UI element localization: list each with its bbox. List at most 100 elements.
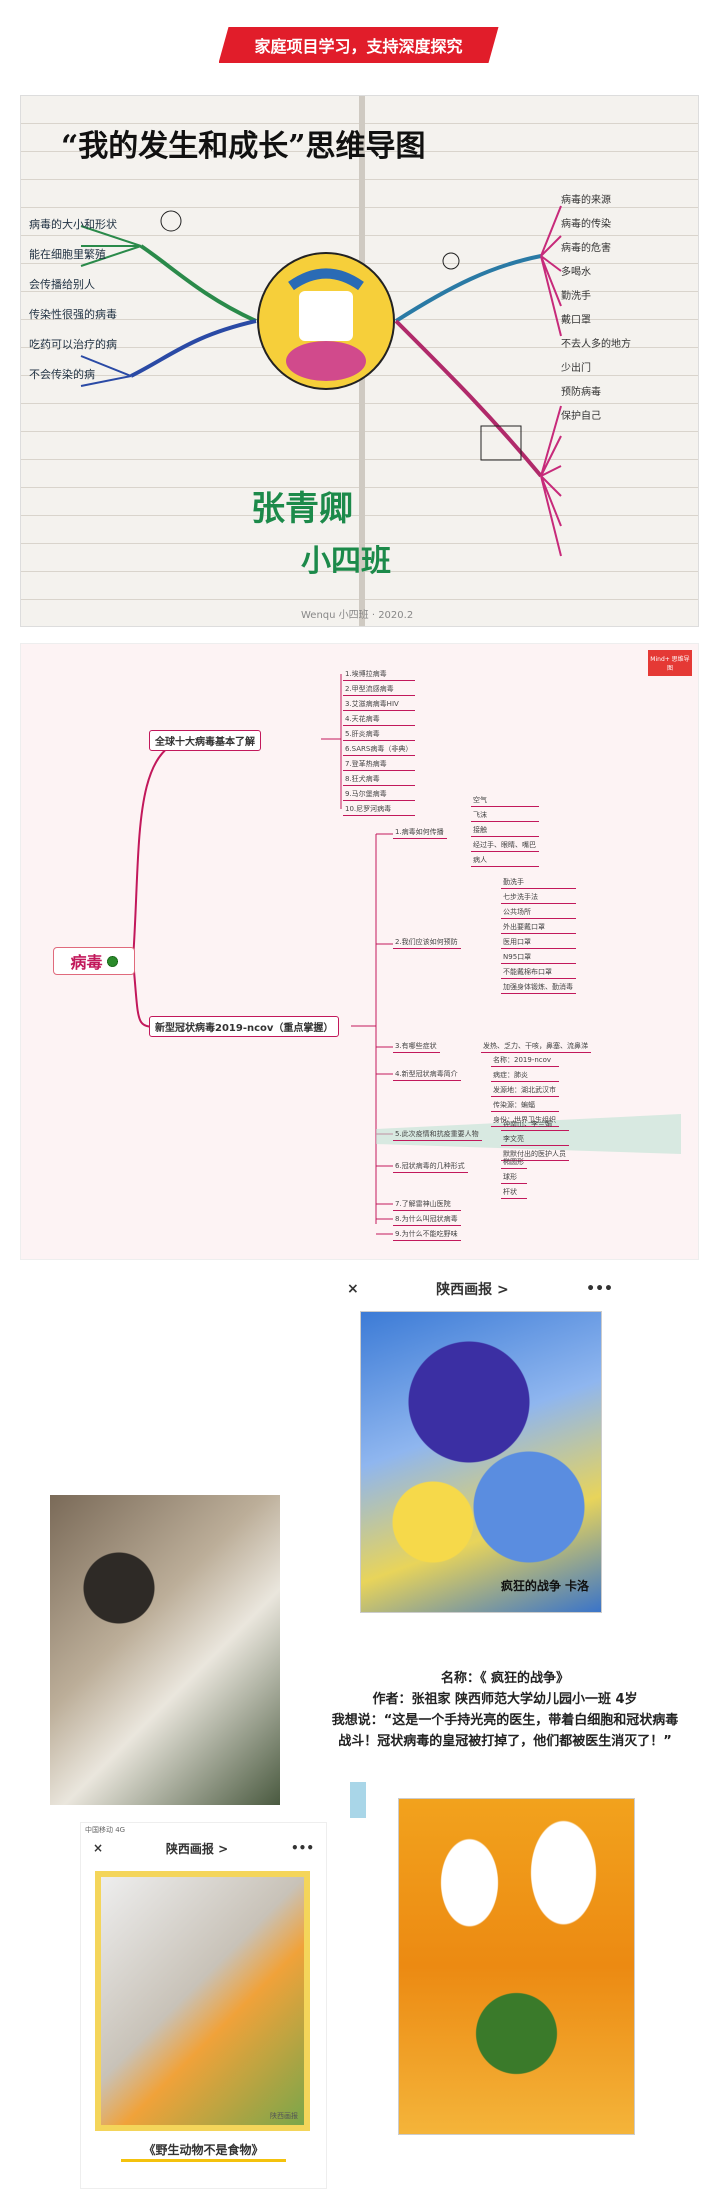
virus-icon xyxy=(106,955,118,967)
caption-1-say: 我想说：“这是一个手持光亮的医生，带着白细胞和冠状病毒战斗！冠状病毒的皇冠被打掉… xyxy=(331,1713,679,1749)
decor-marker xyxy=(350,1782,366,1818)
mindmap-subbranch: 6.冠状病毒的几种形式 xyxy=(393,1160,468,1173)
mindmap-leaf: 病症：肺炎 xyxy=(491,1069,559,1082)
mindmap-subbranch: 2.我们应该如何预防 xyxy=(393,936,461,949)
caption-1: 名称：《 疯狂的战争》 作者：张祖家 陕西师范大学幼儿园小一班 4岁 我想说：“… xyxy=(330,1668,680,1752)
mindmap-leaf: 球形 xyxy=(501,1171,527,1184)
mindmap-root: 病毒 xyxy=(53,947,135,975)
more-icon[interactable]: ••• xyxy=(290,1841,314,1855)
photo-kid-with-painting: 陕西画报 xyxy=(95,1871,310,2131)
close-icon[interactable]: × xyxy=(93,1841,104,1855)
notebook-author-class: 小四班 xyxy=(301,544,391,579)
mindmap-leaf: 名称：2019-ncov xyxy=(491,1054,559,1067)
notebook-right-item: 病毒的危害 xyxy=(561,243,611,254)
mindmap-leaf: 1.埃博拉病毒 xyxy=(343,668,416,681)
phone-2-title[interactable]: 陕西画报 > xyxy=(165,1841,229,1856)
mindmap-sub6: 6.冠状病毒的几种形式 xyxy=(393,1160,468,1175)
mindmap-subbranch: 3.有哪些症状 xyxy=(393,1040,440,1053)
mindmap-leaf: 接触 xyxy=(471,824,539,837)
notebook-right-item: 保护自己 xyxy=(561,411,601,422)
notebook-right-item: 病毒的传染 xyxy=(561,219,611,230)
notebook-right-item: 少出门 xyxy=(561,363,591,374)
mindmap-top10-list: 1.埃博拉病毒 2.甲型流感病毒 3.艾滋病病毒HIV 4.天花病毒 5.肝炎病… xyxy=(343,668,416,818)
notebook-author-name: 张青卿 xyxy=(251,489,353,529)
notebook-left-item: 病毒的大小和形状 xyxy=(29,218,117,231)
mindmap-leaf: 椭圆形 xyxy=(501,1156,527,1169)
mindmap-branch-top10: 全球十大病毒基本了解 xyxy=(149,730,261,751)
mindmap-leaf: 传染源：蝙蝠 xyxy=(491,1099,559,1112)
mindmap-corner-badge: Mind+ 思维导图 xyxy=(648,650,692,676)
mindmap-leaf: 默默付出的医护人员 xyxy=(501,1148,569,1161)
notebook-title: “我的发生和成长”思维导图 xyxy=(61,129,426,164)
mindmap-leaf: 7.登革热病毒 xyxy=(343,758,416,771)
phone-card-2: 中国移动 4G × 陕西画报 > ••• 陕西画报 《野生动物不是食物》 xyxy=(80,1822,327,2189)
mindmap-sub5-items: 钟南山、李兰娟 李文亮 默默付出的医护人员 xyxy=(501,1118,569,1163)
mindmap-leaf: 不能戴棉布口罩 xyxy=(501,966,576,979)
mindmap-leaf: 9.马尔堡病毒 xyxy=(343,788,416,801)
mindmap-subbranch: 4.新型冠状病毒简介 xyxy=(393,1068,461,1081)
banner-wrap: 家庭项目学习，支持深度探究 xyxy=(0,0,717,90)
notebook-left-item: 传染性很强的病毒 xyxy=(29,308,117,321)
mindmap-leaf: 身份：世界卫生组织 xyxy=(491,1114,559,1127)
more-icon[interactable]: ••• xyxy=(586,1281,613,1297)
mindmap-leaf: 飞沫 xyxy=(471,809,539,822)
notebook-right-item: 病毒的来源 xyxy=(561,195,611,206)
phone-2-caption: 《野生动物不是食物》 xyxy=(143,2143,264,2157)
mindmap-subbranch: 7.了解雷神山医院 xyxy=(393,1198,461,1211)
section-banner: 家庭项目学习，支持深度探究 xyxy=(219,27,499,63)
mindmap-leaf: 8.狂犬病毒 xyxy=(343,773,416,786)
mindmap-leaf: 3.艾滋病病毒HIV xyxy=(343,698,416,711)
mindmap-leaf: 6.SARS病毒（非典） xyxy=(343,743,416,756)
mindmap-leaf: 4.天花病毒 xyxy=(343,713,416,726)
caption-1-author: 作者：张祖家 陕西师范大学幼儿园小一班 4岁 xyxy=(372,1692,638,1707)
painting-crazy-war: 疯狂的战争 卡洛 xyxy=(360,1311,602,1613)
mindmap-sub2-items: 勤洗手 七步洗手法 公共场所 外出要戴口罩 医用口罩 N95口罩 不能戴棉布口罩… xyxy=(501,876,576,996)
phone-2-navbar: × 陕西画报 > ••• xyxy=(81,1837,326,1859)
mindmap-subbranch: 1.病毒如何传播 xyxy=(393,826,447,839)
notebook-left-item: 吃药可以治疗的病 xyxy=(29,338,117,351)
mindmap-leaf: 七步洗手法 xyxy=(501,891,576,904)
notebook-left-item: 不会传染的病 xyxy=(29,368,95,381)
mindmap-branch-ncov: 新型冠状病毒2019-ncov（重点掌握） xyxy=(149,1016,340,1037)
mindmap-sub5: 5.此次疫情和抗疫重要人物 xyxy=(393,1128,482,1143)
notebook-right-item: 不去人多的地方 xyxy=(561,339,631,350)
mindmap-connectors xyxy=(132,674,681,1235)
notebook-branches xyxy=(80,205,562,557)
mindmap-leaf: 5.肝炎病毒 xyxy=(343,728,416,741)
mindmap-sub7-9: 7.了解雷神山医院 8.为什么叫冠状病毒 9.为什么不能吃野味 xyxy=(393,1198,461,1243)
caption-underline xyxy=(121,2159,286,2162)
mindmap-root-label: 病毒 xyxy=(70,953,103,972)
mindmap-leaf: 钟南山、李兰娟 xyxy=(501,1118,569,1131)
mindmap-sub3-text: 发热、乏力、干咳，鼻塞、流鼻涕 xyxy=(481,1040,591,1055)
notebook-left-item: 会传播给别人 xyxy=(29,278,95,291)
notebook-footer: Wenqu 小四班 · 2020.2 xyxy=(301,610,414,621)
mindmap-subbranch: 8.为什么叫冠状病毒 xyxy=(393,1213,461,1226)
mindmap-leaf: 医用口罩 xyxy=(501,936,576,949)
close-icon[interactable]: × xyxy=(347,1281,359,1297)
notebook-right-item: 戴口罩 xyxy=(561,315,591,326)
mindmap-leaf: N95口罩 xyxy=(501,951,576,964)
mindmap-sub1: 1.病毒如何传播 xyxy=(393,826,447,841)
mindmap-sub4-items: 名称：2019-ncov 病症：肺炎 发源地：湖北武汉市 传染源：蝙蝠 身份：世… xyxy=(491,1054,559,1129)
notebook-right-item: 勤洗手 xyxy=(561,291,591,302)
mindmap-leaf: 发源地：湖北武汉市 xyxy=(491,1084,559,1097)
phone-2-status: 中国移动 4G xyxy=(85,1826,126,1834)
phone-1-navbar: × 陕西画报 > ••• xyxy=(335,1275,625,1303)
notebook-left-branch: 病毒的大小和形状 能在细胞里繁殖 会传播给别人 传染性很强的病毒 吃药可以治疗的… xyxy=(29,216,189,396)
mindmap-subbranch: 5.此次疫情和抗疫重要人物 xyxy=(393,1128,482,1141)
phone-1-title[interactable]: 陕西画报 > xyxy=(436,1282,509,1298)
mindmap-leaf: 勤洗手 xyxy=(501,876,576,889)
mindmap-leaf: 公共场所 xyxy=(501,906,576,919)
photo-kid-drawing xyxy=(50,1495,280,1805)
mindmap-leaf: 杆状 xyxy=(501,1186,527,1199)
caption-1-name: 名称：《 疯狂的战争》 xyxy=(440,1671,570,1686)
mindmap-leaf: 发热、乏力、干咳，鼻塞、流鼻涕 xyxy=(481,1040,591,1053)
mindmap-sub6-items: 椭圆形 球形 杆状 xyxy=(501,1156,527,1201)
photo-watermark: 陕西画报 xyxy=(270,2112,298,2120)
mindmap-subbranch: 9.为什么不能吃野味 xyxy=(393,1228,461,1241)
phone-card-1: × 陕西画报 > ••• 疯狂的战争 卡洛 xyxy=(335,1275,625,1665)
mindmap-leaf: 病人 xyxy=(471,854,539,867)
digital-mindmap: Mind+ 思维导图 病毒 全球十大病毒基本了解 1.埃博拉病毒 2.甲型流感病… xyxy=(20,643,699,1260)
mindmap-leaf: 10.尼罗河病毒 xyxy=(343,803,416,816)
mindmap-leaf: 李文亮 xyxy=(501,1133,569,1146)
